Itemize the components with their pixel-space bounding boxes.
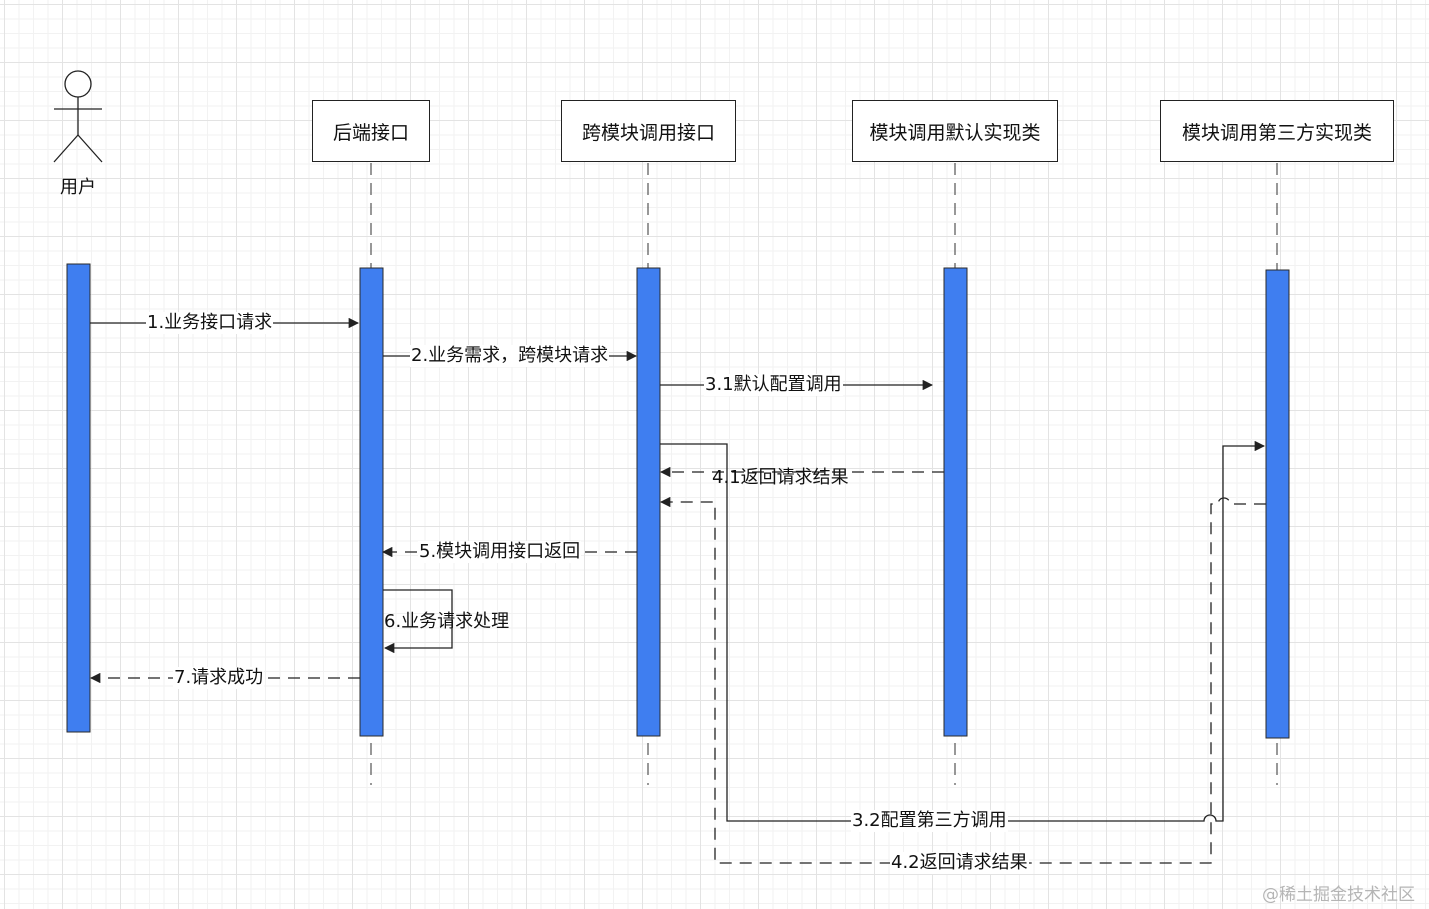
message-label-m31: 3.1默认配置调用 [704, 374, 843, 396]
message-label-m2: 2.业务需求，跨模块请求 [410, 345, 610, 367]
participant-label: 模块调用默认实现类 [869, 121, 1041, 144]
participant-crossmodule: 跨模块调用接口 [561, 100, 736, 162]
arrow-m32 [660, 440, 1266, 822]
message-label-m6: 6.业务请求处理 [384, 611, 510, 632]
message-label-m7: 7.请求成功 [173, 667, 265, 689]
participant-default: 模块调用默认实现类 [852, 100, 1058, 162]
activation-default [943, 267, 968, 737]
activation-thirdparty [1265, 269, 1290, 739]
actor-label: 用户 [60, 177, 96, 198]
message-label-m1: 1.业务接口请求 [146, 312, 274, 334]
arrow-m42 [659, 496, 1266, 864]
message-label-m41: 4.1返回请求结果 [712, 467, 849, 488]
watermark: @稀土掘金技术社区 [1262, 885, 1415, 905]
message-label-m32: 3.2配置第三方调用 [851, 810, 1008, 832]
message-label-m42: 4.2返回请求结果 [890, 852, 1029, 874]
participant-label: 后端接口 [332, 121, 409, 144]
activation-backend [359, 267, 384, 737]
actor-figure [53, 70, 103, 163]
activation-crossmodule [636, 267, 661, 737]
message-label-m5: 5.模块调用接口返回 [418, 541, 582, 563]
activation-user [66, 263, 91, 733]
participant-label: 跨模块调用接口 [581, 121, 715, 144]
arrow-m6 [383, 589, 453, 654]
participant-backend: 后端接口 [312, 100, 430, 162]
participant-thirdparty: 模块调用第三方实现类 [1160, 100, 1394, 162]
participant-label: 模块调用第三方实现类 [1181, 121, 1372, 144]
